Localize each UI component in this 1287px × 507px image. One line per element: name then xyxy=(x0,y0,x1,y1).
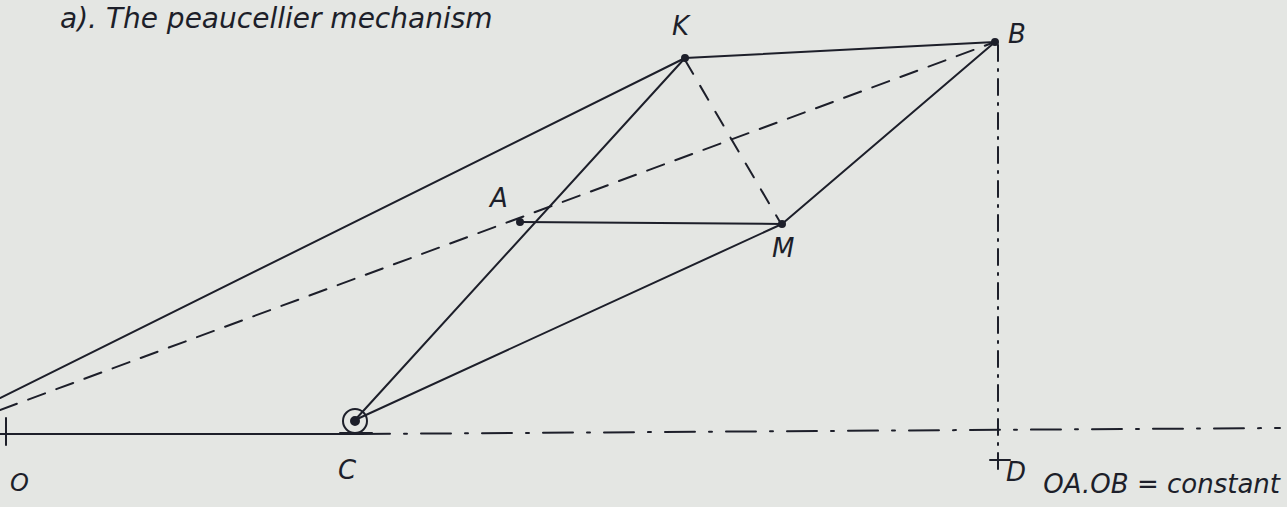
point-label: B xyxy=(1008,20,1026,49)
link-bm xyxy=(782,42,995,224)
point-label: M xyxy=(772,234,794,263)
ground-line xyxy=(0,433,360,435)
link-mc xyxy=(355,224,782,420)
joint-k xyxy=(682,55,688,61)
pivot-base xyxy=(340,432,372,434)
line-km xyxy=(685,60,780,222)
point-label: O xyxy=(10,470,29,496)
joint-m xyxy=(779,221,785,227)
point-label: C xyxy=(338,456,356,485)
note: OA.OB = constant xyxy=(1043,470,1280,499)
point-label: K xyxy=(672,12,689,41)
pivot-c xyxy=(343,409,367,433)
link-ck xyxy=(355,58,685,420)
ground-dash xyxy=(360,428,1280,434)
point-label: A xyxy=(490,184,508,213)
pivot-o xyxy=(5,418,7,445)
joint-b xyxy=(992,39,998,45)
link-ok xyxy=(0,58,685,398)
diagram-title: a). The peaucellier mechanism xyxy=(60,4,493,35)
pivot-dot xyxy=(351,417,359,425)
link-kb xyxy=(685,42,995,58)
line-bd xyxy=(997,45,999,470)
joint-a xyxy=(517,219,523,225)
link-am xyxy=(520,222,782,224)
point-label: D xyxy=(1006,458,1026,487)
